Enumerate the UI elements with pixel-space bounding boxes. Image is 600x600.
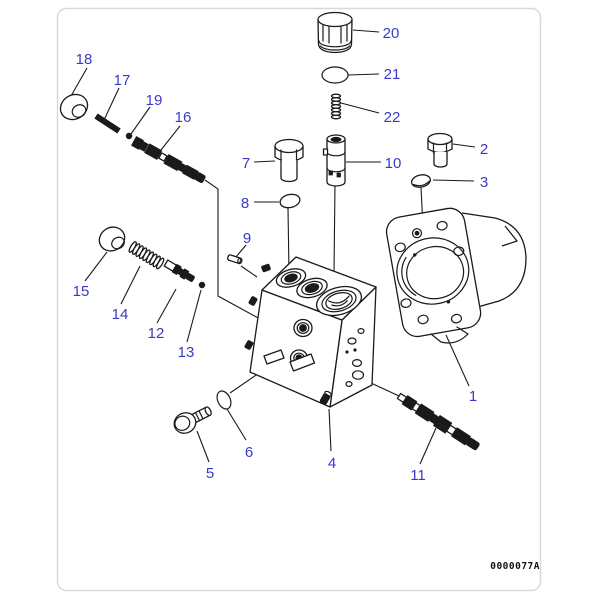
part-3-cap — [410, 174, 432, 188]
part-20-cap — [317, 11, 353, 54]
part-8-plug — [279, 193, 301, 209]
part-12-poppet — [163, 259, 195, 282]
callout-8: 8 — [241, 195, 249, 212]
drawing-id-text: 0000077A — [490, 561, 540, 572]
axis-8-to-port — [287, 207, 290, 274]
callout-21: 21 — [384, 66, 401, 83]
part-11-spool — [396, 392, 480, 451]
leader-14 — [120, 265, 141, 305]
callout-16: 16 — [175, 109, 192, 126]
callout-14: 14 — [112, 306, 129, 323]
part-2-bolt — [427, 132, 453, 168]
leader-16 — [160, 125, 181, 151]
callout-5: 5 — [206, 465, 214, 482]
callout-17: 17 — [114, 72, 131, 89]
leader-6 — [226, 408, 247, 441]
part-21-oring — [321, 66, 349, 84]
callouts: 1 2 3 4 5 6 7 8 9 10 11 12 13 14 15 16 1… — [73, 25, 489, 484]
axis-9-to-body — [240, 265, 258, 278]
leader-9 — [235, 244, 247, 258]
leader-3 — [432, 179, 475, 182]
part-1-flange — [385, 207, 527, 344]
callout-7: 7 — [242, 155, 250, 172]
part-5-bolt — [173, 406, 212, 434]
part-22-spring — [330, 93, 342, 120]
part-18-bushing — [59, 93, 89, 121]
callout-13: 13 — [178, 344, 195, 361]
leader-lines — [70, 29, 476, 465]
callout-1: 1 — [469, 388, 477, 405]
callout-18: 18 — [76, 51, 93, 68]
part-10-valve — [322, 134, 346, 187]
leader-2 — [452, 143, 476, 148]
leader-17 — [103, 87, 120, 121]
part-9-pin — [227, 254, 243, 265]
axis-16-to-body — [204, 179, 261, 320]
part-13-ball — [198, 281, 206, 289]
leader-7 — [253, 160, 276, 163]
callout-22: 22 — [384, 109, 401, 126]
leader-19 — [130, 106, 151, 135]
part-16-spool — [131, 136, 206, 183]
callout-19: 19 — [146, 92, 163, 109]
callout-6: 6 — [245, 444, 253, 461]
callout-9: 9 — [243, 230, 251, 247]
leader-11 — [419, 427, 437, 465]
callout-15: 15 — [73, 283, 90, 300]
leader-5 — [196, 430, 210, 463]
callout-2: 2 — [480, 141, 488, 158]
leader-12 — [156, 288, 177, 324]
callout-20: 20 — [383, 25, 400, 42]
part-14-spring — [128, 241, 165, 270]
part-19-ball — [125, 132, 133, 140]
valve-body — [244, 256, 377, 408]
callout-4: 4 — [328, 455, 336, 472]
callout-3: 3 — [480, 174, 488, 191]
leader-21 — [347, 73, 380, 76]
part-4-plug — [319, 390, 332, 405]
axis-10-to-port — [333, 184, 336, 272]
callout-11: 11 — [410, 467, 426, 484]
leader-13 — [186, 289, 202, 343]
part-15-bushing — [98, 226, 126, 252]
axis-body-to-11 — [370, 382, 400, 397]
part-6-ring — [216, 390, 232, 410]
callout-10: 10 — [385, 155, 402, 172]
leader-15 — [84, 251, 108, 282]
leader-20 — [352, 29, 380, 33]
callout-12: 12 — [148, 325, 165, 342]
leader-4 — [328, 408, 332, 452]
part-17-pin — [94, 113, 121, 134]
part-7-plug — [274, 138, 304, 183]
leader-22 — [340, 102, 380, 114]
leader-18 — [70, 67, 88, 97]
